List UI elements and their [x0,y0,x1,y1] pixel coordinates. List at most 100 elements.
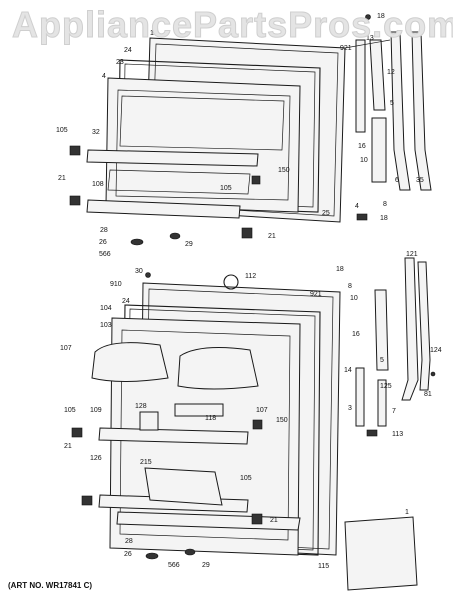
callout-12: 12 [387,69,395,76]
callout-28: 28 [100,227,108,234]
callout-18c: 18 [336,266,344,273]
fresh-clip-105 [71,427,83,438]
freezer-screw-18 [365,14,371,20]
dairy-door-right [177,347,259,390]
callout-108: 108 [92,181,104,188]
freezer-door-liner [105,77,301,213]
door-shelf-bar-109 [98,427,249,445]
freezer-liner-upper-recess [119,95,285,151]
callout-215: 215 [140,459,152,466]
butter-dish-118 [174,403,224,417]
callout-115: 115 [318,563,329,570]
callout-81: 81 [424,391,432,398]
callout-21d: 21 [270,517,278,524]
fresh-bracket-14 [355,367,365,427]
callout-5: 5 [390,100,394,107]
callout-921b: 921 [310,291,322,298]
callout-121: 121 [406,251,418,258]
callout-labels: 18 10 24 921 13 12 23 4 5 105 32 16 150 … [56,13,442,570]
fresh-clip-21 [81,495,93,506]
callout-8: 8 [383,201,387,208]
fresh-screw-30 [145,272,151,278]
freezer-handle-35 [411,31,432,191]
fresh-part-113 [366,429,378,437]
fresh-handle-7 [417,261,431,391]
freezer-cap-26 [130,238,144,246]
callout-10b: 10 [360,157,368,164]
callout-105c: 105 [64,407,76,414]
callout-109: 109 [90,407,102,414]
callout-10: 10 [150,30,158,37]
art-number: (ART NO. WR17841 C) [8,581,93,590]
fresh-handle-121 [401,257,419,401]
callout-23: 23 [116,59,124,66]
callout-128: 128 [135,403,147,410]
fresh-plug-29 [184,548,196,556]
fresh-cap-26 [145,552,159,560]
callout-118: 118 [205,415,216,422]
fresh-clip-150 [252,419,263,430]
door-bin-215 [144,467,223,506]
callout-112: 112 [245,273,256,280]
callout-18b: 18 [380,215,388,222]
callout-21b: 21 [268,233,276,240]
freezer-hinge-13 [355,39,366,133]
freezer-clip-105b [251,175,261,185]
callout-16: 16 [358,143,366,150]
watermark-text: AppliancePartsPros.com [11,4,453,46]
callout-8b: 8 [348,283,352,290]
callout-21: 21 [58,175,66,182]
callout-35: 35 [416,177,424,184]
callout-13: 13 [366,35,374,42]
callout-107b: 107 [256,407,268,414]
callout-26b: 26 [124,551,132,558]
callout-126: 126 [90,455,102,462]
callout-1: 1 [405,509,409,516]
freezer-handle-6 [390,31,411,191]
callout-30: 30 [135,268,143,275]
dairy-door-left [91,342,169,382]
callout-3: 3 [348,405,352,412]
callout-14: 14 [344,367,352,374]
fresh-screw-81 [430,371,436,377]
callout-4b: 4 [355,203,359,210]
callout-21c: 21 [64,443,72,450]
freezer-hinge-12 [369,39,386,111]
freezer-shelf [107,169,251,195]
callout-150b: 150 [276,417,288,424]
door-insert-panel-1 [344,516,418,591]
fresh-food-door-assembly [71,257,436,591]
freezer-cam-8 [356,213,368,221]
callout-6: 6 [395,177,399,184]
callout-24b: 24 [122,298,130,305]
fresh-hinge-5 [374,289,389,371]
callout-4: 4 [102,73,106,80]
freezer-shelf-bar-upper [86,149,259,167]
fresh-bracket-125 [377,379,387,427]
callout-7: 7 [392,408,396,415]
callout-921: 921 [340,45,352,52]
callout-32: 32 [92,129,100,136]
callout-113: 113 [392,431,403,438]
callout-566: 566 [99,251,111,258]
callout-124: 124 [430,347,442,354]
callout-104: 104 [100,305,112,312]
callout-26: 26 [99,239,107,246]
callout-16b: 16 [352,331,360,338]
freezer-shelf-bar-lower [86,199,241,219]
freezer-door-assembly [69,14,432,246]
callout-150: 150 [278,167,290,174]
freezer-clip-105 [69,145,81,156]
callout-107: 107 [60,345,72,352]
callout-29: 29 [185,241,193,248]
freezer-clip-21b [241,227,253,239]
callout-28b: 28 [125,538,133,545]
callout-910: 910 [110,281,122,288]
callout-105b: 105 [220,185,232,192]
callout-105d: 105 [240,475,252,482]
callout-29b: 29 [202,562,210,569]
freezer-bracket-5 [371,117,387,183]
callout-25: 25 [322,210,330,217]
callout-105: 105 [56,127,68,134]
